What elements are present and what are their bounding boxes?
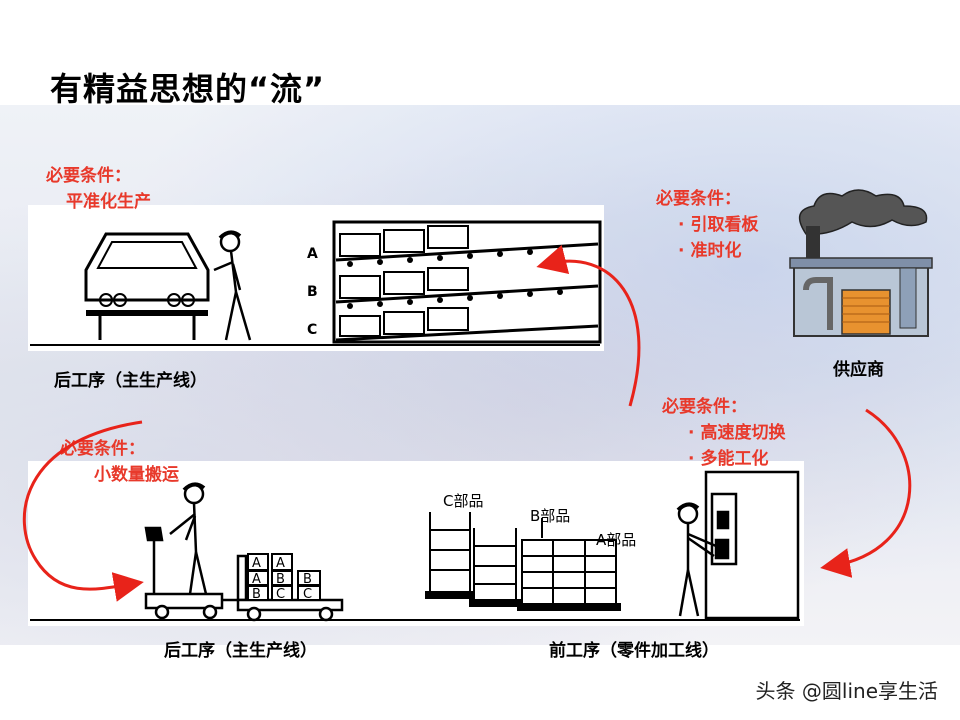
part-label-a: A部品 [596, 531, 636, 549]
requirement-heading: 必要条件： [46, 166, 131, 186]
requirement-item: 小数量搬运 [94, 465, 179, 485]
requirement-heading: 必要条件： [662, 397, 747, 417]
part-label-c: C部品 [443, 492, 483, 510]
flow-arrow-to-rear-process [536, 244, 641, 407]
part-label-b: B部品 [530, 507, 570, 525]
bullet-icon: · [688, 449, 695, 469]
cart-box-label: B [252, 587, 261, 602]
rack-row-label: A [307, 246, 318, 262]
requirement-item: 高速度切换 [700, 423, 786, 443]
machine-icon [704, 470, 800, 620]
page-title: 有精益思想的“流” [50, 70, 326, 108]
requirement-rear-bottom: 必要条件： 小数量搬运 [60, 436, 179, 488]
parts-stacks [425, 512, 621, 611]
cart-box-label: B [303, 572, 312, 587]
requirement-supplier: 必要条件： ·引取看板 ·准时化 [656, 186, 758, 264]
requirement-item: 引取看板 [690, 215, 759, 235]
cart-box-label: C [276, 587, 285, 602]
bullet-icon: · [678, 241, 685, 261]
requirement-item: 平准化生产 [66, 192, 151, 212]
cart-box-label: A [252, 556, 261, 571]
label-supplier: 供应商 [833, 360, 884, 380]
watermark: 头条 @圆line享生活 [755, 679, 938, 703]
label-rear-process-bottom: 后工序（主生产线） [164, 641, 317, 661]
car-icon [84, 232, 210, 340]
rack-row-label: C [307, 322, 317, 338]
requirement-heading: 必要条件： [656, 189, 741, 209]
cart-box-label: B [276, 572, 285, 587]
cart-box-label: C [303, 587, 312, 602]
cart-box-label: A [276, 556, 285, 571]
forklift-icon [144, 482, 344, 622]
worker-icon [676, 502, 717, 617]
label-front-process: 前工序（零件加工线） [549, 641, 719, 661]
flow-arrow-bottom-loop [22, 420, 144, 602]
bullet-icon: · [678, 215, 685, 235]
flow-arrow-supplier-to-front [820, 408, 912, 578]
requirement-item: 多能工化 [700, 449, 769, 469]
label-rear-process-top: 后工序（主生产线） [54, 371, 207, 391]
requirement-rear-top: 必要条件： 平准化生产 [46, 163, 151, 215]
cart-box-label: A [252, 572, 261, 587]
factory-icon [789, 189, 933, 337]
requirement-item: 准时化 [690, 241, 742, 261]
rack-row-label: B [307, 284, 318, 300]
worker-icon [213, 230, 252, 341]
flow-rack [332, 220, 602, 344]
cart-boxes [247, 553, 321, 601]
bullet-icon: · [688, 423, 695, 443]
requirement-heading: 必要条件： [60, 439, 145, 459]
requirement-front: 必要条件： ·高速度切换 ·多能工化 [662, 394, 785, 472]
